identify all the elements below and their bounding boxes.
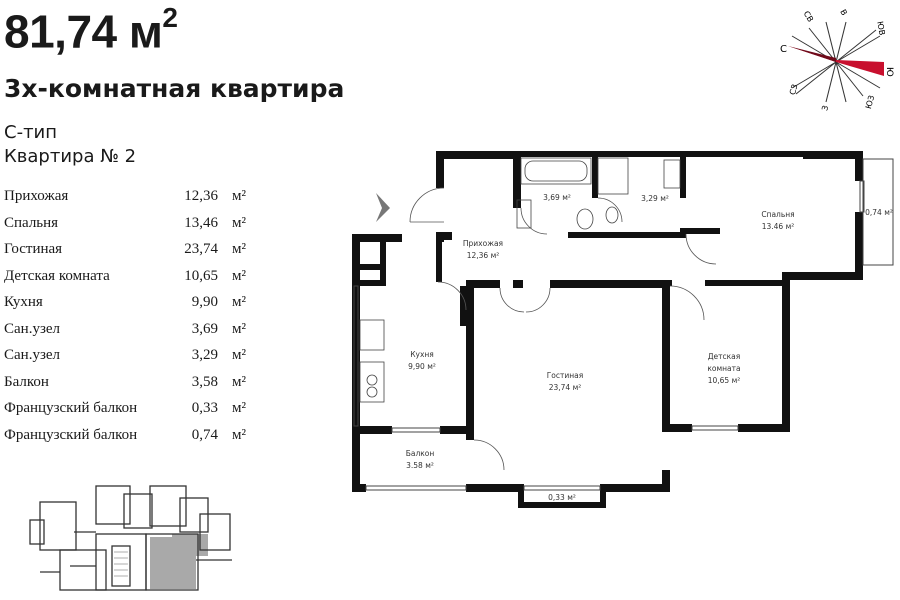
room-area: 3,29 xyxy=(191,347,218,363)
room-row: Балкон 3,58 м² xyxy=(4,374,254,401)
room-unit: м² xyxy=(232,373,246,390)
room-area: 9,90 xyxy=(191,294,218,310)
compass-label-w: З xyxy=(820,104,830,111)
room-area: 3,58 xyxy=(191,373,218,390)
room-unit: м² xyxy=(232,241,246,257)
compass-label-e: В xyxy=(838,8,849,17)
compass-label-sw: ЮЗ xyxy=(864,94,876,110)
plan-label-bedroom: Спальня xyxy=(761,210,794,219)
room-name: Сан.узел xyxy=(4,347,61,363)
plan-area-bath2: 3,29 м² xyxy=(641,194,669,203)
plan-area-bath1: 3,69 м² xyxy=(543,193,571,202)
room-area: 23,74 xyxy=(184,241,218,257)
room-row: Кухня 9,90 м² xyxy=(4,294,254,321)
plan-label-kids-2: комната xyxy=(707,364,740,373)
room-unit: м² xyxy=(232,267,246,284)
room-area: 13,46 xyxy=(184,214,218,231)
room-name: Гостиная xyxy=(4,241,63,257)
plan-area-french-balcony-1: 0,33 м² xyxy=(548,493,576,502)
room-row: Прихожая 12,36 м² xyxy=(4,188,254,215)
room-name: Балкон xyxy=(4,373,49,390)
compass-label-nw: СЗ xyxy=(788,83,799,96)
plan-area-kids: 10,65 м² xyxy=(708,376,741,385)
apartment-area-title: 81,74 м2 xyxy=(4,4,178,58)
plan-doors xyxy=(409,187,717,471)
plan-fixtures xyxy=(359,157,681,403)
plan-windows xyxy=(353,158,894,491)
room-unit: м² xyxy=(232,294,246,310)
building-key-plan xyxy=(29,485,232,591)
room-name: Кухня xyxy=(4,294,43,310)
room-area: 10,65 xyxy=(184,267,218,284)
plan-area-balcony: 3.58 м² xyxy=(406,461,434,470)
room-name: Спальня xyxy=(4,214,59,231)
plan-walls xyxy=(352,151,863,508)
room-row: Гостиная 23,74 м² xyxy=(4,241,254,268)
room-row: Сан.узел 3,69 м² xyxy=(4,321,254,348)
room-unit: м² xyxy=(232,214,246,231)
room-row: Французский балкон 0,74 м² xyxy=(4,427,254,454)
room-area: 0,33 xyxy=(191,400,218,416)
room-row: Спальня 13,46 м² xyxy=(4,215,254,242)
room-row: Детская комната 10,65 м² xyxy=(4,268,254,295)
compass-label-se: ЮВ xyxy=(875,20,886,35)
room-area: 12,36 xyxy=(184,188,218,204)
room-name: Сан.узел xyxy=(4,320,61,337)
room-name: Детская комната xyxy=(4,267,110,284)
area-value: 81,74 м xyxy=(4,5,163,58)
room-area-list: Прихожая 12,36 м² Спальня 13,46 м² Гостиная 2… xyxy=(4,188,254,453)
apartment-kind: 3х-комнатная квартира xyxy=(4,74,345,103)
entrance-arrow-icon xyxy=(376,193,390,222)
compass-label-n: С xyxy=(780,44,787,55)
room-unit: м² xyxy=(232,426,246,443)
room-unit: м² xyxy=(232,188,246,204)
room-area: 0,74 xyxy=(191,426,218,443)
plan-area-hall: 12,36 м² xyxy=(467,251,500,260)
room-unit: м² xyxy=(232,320,246,337)
plan-area-kitchen: 9,90 м² xyxy=(408,362,436,371)
room-name: Французский балкон xyxy=(4,426,138,443)
plan-label-kids-1: Детская xyxy=(708,352,741,361)
apartment-type: С-тип xyxy=(4,122,58,143)
compass-rose: С СВ В ЮВ Ю ЮЗ З СЗ xyxy=(780,8,894,112)
plan-label-hall: Прихожая xyxy=(463,239,503,248)
room-row: Сан.узел 3,29 м² xyxy=(4,347,254,374)
plan-label-kitchen: Кухня xyxy=(410,350,434,359)
room-unit: м² xyxy=(232,347,246,363)
room-area: 3,69 xyxy=(191,320,218,337)
plan-label-living: Гостиная xyxy=(547,371,584,380)
plan-area-living: 23,74 м² xyxy=(549,383,582,392)
room-row: Французский балкон 0,33 м² xyxy=(4,400,254,427)
room-name: Французский балкон xyxy=(4,400,138,416)
plan-area-bedroom: 13.46 м² xyxy=(762,222,795,231)
area-unit-superscript: 2 xyxy=(162,2,178,33)
apartment-number: Квартира № 2 xyxy=(4,146,137,167)
compass-label-s: Ю xyxy=(884,67,894,77)
room-unit: м² xyxy=(232,400,246,416)
plan-label-balcony: Балкон xyxy=(406,449,435,458)
room-name: Прихожая xyxy=(4,188,69,204)
plan-area-french-balcony-2: 0,74 м² xyxy=(865,208,893,217)
